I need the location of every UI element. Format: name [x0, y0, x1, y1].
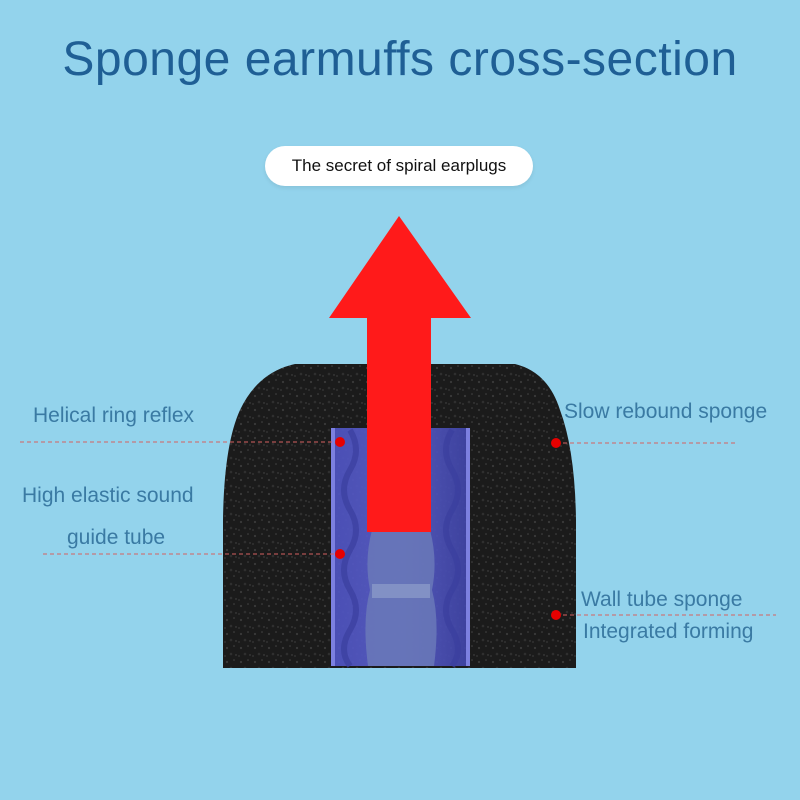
- label-wall-tube-line2: Integrated forming: [583, 620, 754, 643]
- inner-channel-band: [372, 584, 430, 598]
- label-sound-tube-line2: guide tube: [67, 526, 166, 549]
- helical-wave-right: [443, 428, 461, 668]
- page-title: Sponge earmuffs cross-section: [62, 33, 738, 86]
- red-arrow: [329, 216, 471, 532]
- subtitle-pill: The secret of spiral earplugs: [265, 146, 533, 186]
- tube-edge-right: [466, 428, 470, 666]
- helical-wave-left: [341, 428, 359, 668]
- label-helical-ring: Helical ring reflex: [33, 404, 195, 427]
- tube-edge-left: [331, 428, 335, 666]
- marker-dot-wall-tube: [551, 610, 561, 620]
- marker-dot-sound-tube: [335, 549, 345, 559]
- label-slow-rebound: Slow rebound sponge: [564, 400, 768, 423]
- label-sound-tube-line1: High elastic sound: [22, 484, 194, 507]
- marker-dot-slow-rebound: [551, 438, 561, 448]
- label-wall-tube-line1: Wall tube sponge: [581, 588, 743, 611]
- marker-dot-helical-ring: [335, 437, 345, 447]
- subtitle-text: The secret of spiral earplugs: [291, 156, 507, 175]
